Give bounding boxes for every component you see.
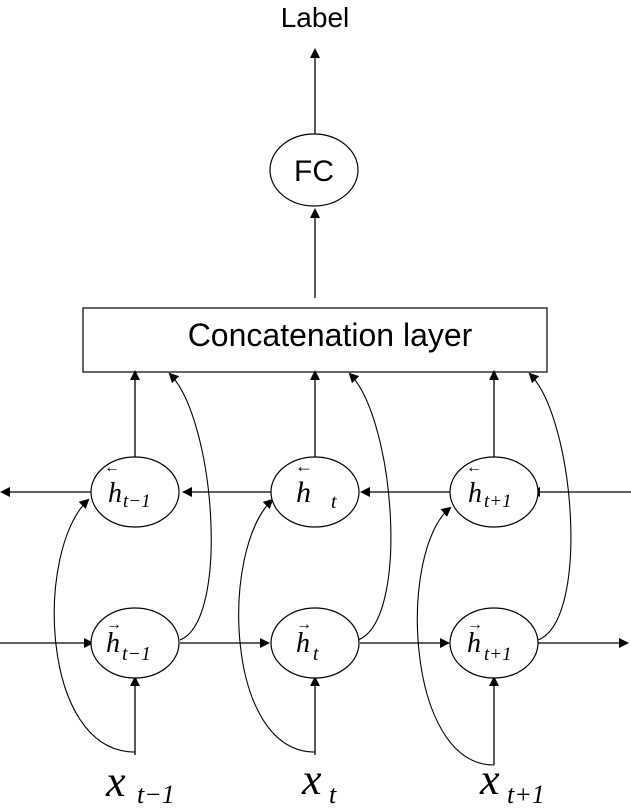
forward-node-t-minus-1: → h t−1 — [90, 607, 180, 679]
backward-to-concat-arrows — [130, 370, 499, 457]
right-arrow-icon: → — [296, 616, 312, 633]
forward-state-t-minus-1-base: h — [106, 628, 120, 659]
backward-state-t-sub: t — [331, 491, 337, 513]
left-arrow-icon: ← — [466, 459, 482, 476]
input-t-minus-1: x t−1 — [105, 757, 175, 808]
output-label: Label — [281, 2, 350, 33]
backward-node-t: ← h t — [270, 456, 360, 528]
backward-node-t-minus-1: ← h t−1 — [90, 456, 180, 528]
backward-node-t-plus-1: ← h t+1 — [449, 456, 539, 528]
backward-state-t-base: h — [296, 476, 311, 509]
concatenation-layer: Concatenation layer — [82, 307, 548, 373]
input-t-minus-1-base: x — [105, 757, 126, 806]
forward-state-t-plus-1-base: h — [467, 628, 481, 659]
backward-state-t-minus-1-base: h — [108, 478, 122, 509]
input-t-plus-1: x t+1 — [479, 755, 545, 808]
right-arrow-icon: → — [106, 616, 122, 633]
input-t-sub: t — [329, 780, 337, 808]
fc-node: FC — [269, 133, 359, 207]
forward-state-t-base: h — [296, 628, 310, 659]
input-t-plus-1-base: x — [479, 755, 500, 804]
backward-state-t-minus-1-sub: t−1 — [123, 491, 151, 512]
forward-state-t-sub: t — [313, 643, 319, 665]
input-t-plus-1-sub: t+1 — [507, 780, 545, 808]
forward-state-t-minus-1-sub: t−1 — [122, 643, 151, 665]
input-to-forward-arrows — [130, 676, 499, 765]
forward-to-concat-curves — [168, 372, 572, 641]
backward-state-t-plus-1-sub: t+1 — [484, 491, 512, 512]
forward-node-t-plus-1: → h t+1 — [449, 607, 539, 679]
input-t-base: x — [301, 755, 322, 804]
forward-state-t-plus-1-sub: t+1 — [484, 644, 512, 665]
concat-label: Concatenation layer — [188, 317, 473, 353]
backward-state-t-plus-1-base: h — [468, 478, 482, 509]
fc-label: FC — [294, 155, 334, 188]
input-t-minus-1-sub: t−1 — [137, 780, 175, 808]
right-arrow-icon: → — [467, 616, 483, 633]
input-t: x t — [301, 755, 337, 808]
input-to-backward-curves — [53, 498, 495, 766]
left-arrow-icon: ← — [104, 459, 120, 476]
left-arrow-icon: ← — [295, 456, 313, 476]
forward-node-t: → h t — [270, 607, 360, 679]
